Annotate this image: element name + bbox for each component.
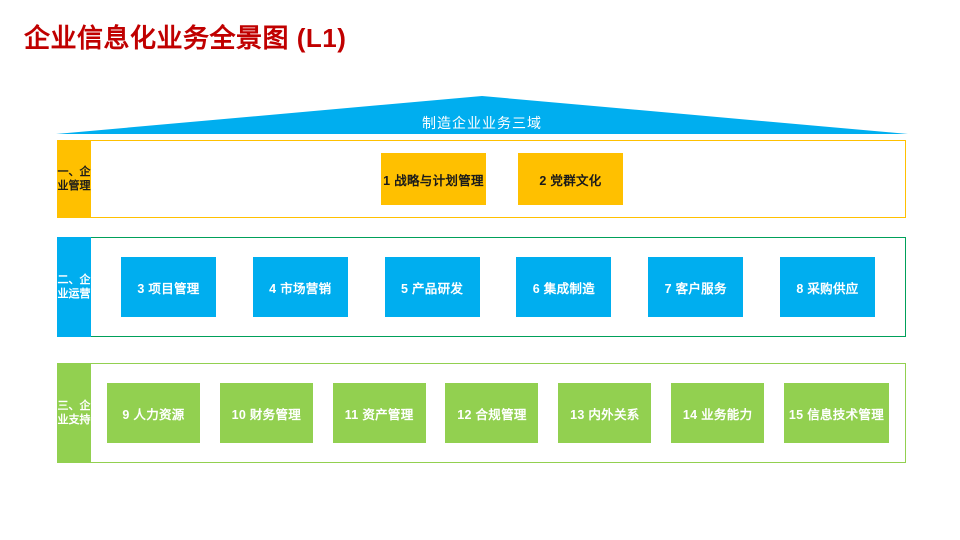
band-tab-enterprise-operations[interactable]: 二、企业运营 [57, 237, 91, 337]
capability-box-15[interactable]: 15 信息技术管理 [783, 383, 889, 443]
band-enterprise-support: 三、企业支持 9 人力资源 10 财务管理 11 资产管理 12 合规管理 13… [57, 363, 906, 463]
capability-box-4[interactable]: 4 市场营销 [252, 257, 348, 317]
page-title: 企业信息化业务全景图 (L1) [24, 23, 347, 53]
band-content-enterprise-management: 1 战略与计划管理 2 党群文化 [91, 141, 905, 217]
capability-box-12[interactable]: 12 合规管理 [445, 383, 539, 443]
band-enterprise-management: 一、企业管理 1 战略与计划管理 2 党群文化 [57, 140, 906, 218]
capability-box-3[interactable]: 3 项目管理 [121, 257, 216, 317]
capability-box-7[interactable]: 7 客户服务 [648, 257, 744, 317]
capability-box-13[interactable]: 13 内外关系 [558, 383, 652, 443]
band-enterprise-operations: 二、企业运营 3 项目管理 4 市场营销 5 产品研发 6 集成制造 7 客户服… [57, 237, 906, 337]
capability-box-6[interactable]: 6 集成制造 [516, 257, 612, 317]
roof-banner-label: 制造企业业务三域 [422, 115, 542, 131]
capability-box-5[interactable]: 5 产品研发 [384, 257, 480, 317]
band-content-enterprise-operations: 3 项目管理 4 市场营销 5 产品研发 6 集成制造 7 客户服务 8 采购供… [91, 238, 905, 336]
capability-box-8[interactable]: 8 采购供应 [779, 257, 875, 317]
band-content-enterprise-support: 9 人力资源 10 财务管理 11 资产管理 12 合规管理 13 内外关系 1… [91, 364, 905, 462]
roof-banner: 制造企业业务三域 [56, 96, 908, 134]
capability-box-2[interactable]: 2 党群文化 [518, 153, 623, 205]
capability-box-10[interactable]: 10 财务管理 [219, 383, 313, 443]
capability-box-9[interactable]: 9 人力资源 [107, 383, 200, 443]
band-tab-enterprise-support[interactable]: 三、企业支持 [57, 363, 91, 463]
capability-box-1[interactable]: 1 战略与计划管理 [381, 153, 486, 205]
capability-box-11[interactable]: 11 资产管理 [332, 383, 426, 443]
capability-box-14[interactable]: 14 业务能力 [671, 383, 765, 443]
band-tab-enterprise-management[interactable]: 一、企业管理 [57, 140, 91, 218]
